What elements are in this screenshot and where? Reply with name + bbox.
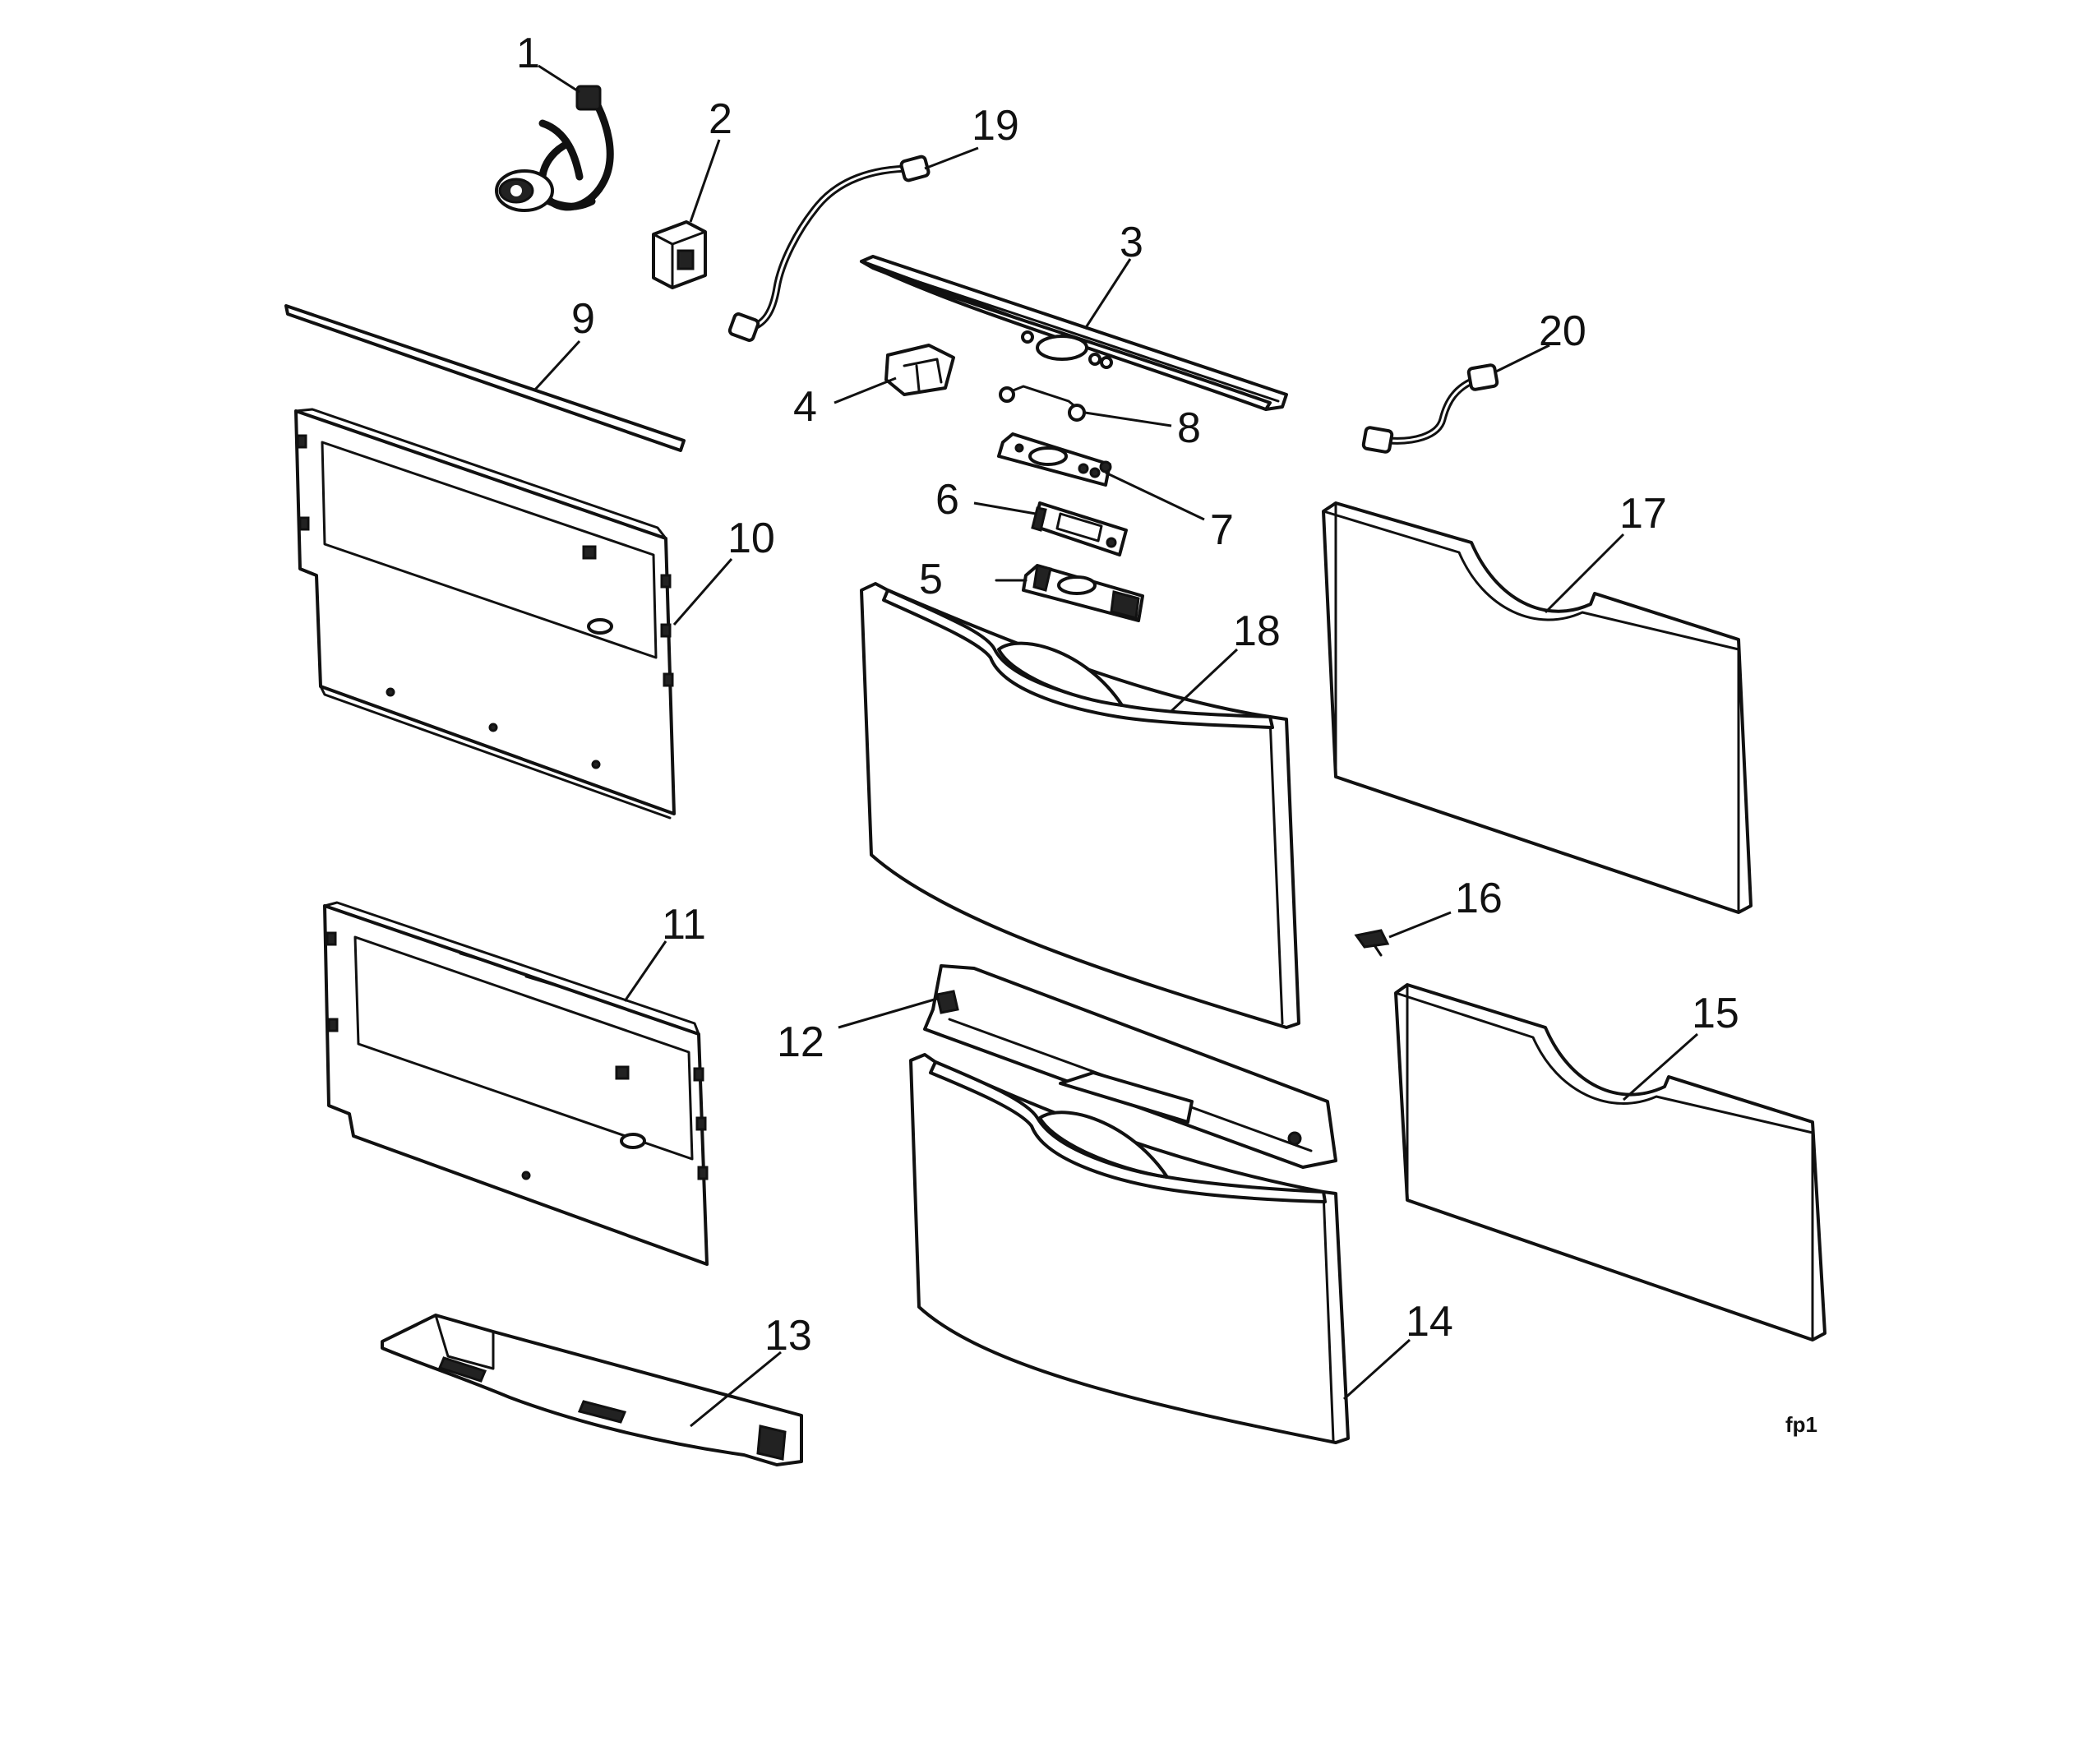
- leader-19: [924, 146, 979, 170]
- callout-15: 15: [1692, 990, 1739, 1037]
- part-9-trim-strip: [284, 304, 686, 452]
- part-1-wire-harness: [495, 85, 614, 212]
- callout-5: 5: [919, 556, 943, 603]
- part-8-bracket: [999, 385, 1086, 422]
- callout-2: 2: [709, 95, 732, 143]
- part-19-wire-harness: [727, 155, 931, 342]
- callout-3: 3: [1120, 219, 1143, 266]
- part-6-display-board: [1031, 501, 1128, 556]
- part-10-upper-inner-panel: [294, 408, 676, 820]
- part-13-toe-kick: [381, 1314, 803, 1466]
- leader-9: [533, 339, 581, 392]
- callout-7: 7: [1210, 506, 1234, 554]
- callout-14: 14: [1406, 1298, 1453, 1346]
- callout-8: 8: [1177, 404, 1201, 452]
- part-15-lower-insulation: [1394, 983, 1826, 1341]
- part-17-upper-insulation: [1322, 501, 1753, 914]
- leader-2: [689, 139, 721, 223]
- callout-1: 1: [516, 30, 540, 77]
- leader-20: [1495, 344, 1550, 373]
- leader-7: [1105, 471, 1205, 521]
- leader-8: [1084, 411, 1172, 427]
- leader-1: [538, 64, 580, 94]
- leader-4: [834, 376, 897, 404]
- leader-11: [623, 940, 667, 1002]
- part-14-lower-door-front: [909, 1053, 1350, 1444]
- figure-tag: fp1: [1785, 1412, 1817, 1437]
- callout-13: 13: [764, 1312, 812, 1360]
- part-3-control-console: [860, 255, 1288, 411]
- part-16-screw: [1354, 929, 1390, 957]
- callout-19: 19: [972, 102, 1019, 150]
- leader-10: [672, 558, 733, 626]
- callout-labels: 1 2 19 3 9 20 4 8 7 6 10 5 17 18 16 11 1…: [516, 30, 1739, 1360]
- leader-lines: [533, 64, 1698, 1428]
- callout-4: 4: [793, 383, 817, 431]
- leader-16: [1388, 911, 1452, 939]
- part-2-switch-block: [652, 220, 707, 289]
- callout-10: 10: [727, 515, 775, 562]
- part-18-upper-door-front: [860, 582, 1300, 1029]
- part-12-drawer-frame: [923, 964, 1337, 1169]
- part-20-wire-harness: [1361, 363, 1499, 454]
- leader-18: [1170, 648, 1239, 713]
- callout-9: 9: [571, 295, 595, 343]
- leader-17: [1544, 533, 1625, 614]
- leader-14: [1342, 1338, 1411, 1401]
- leader-6: [973, 501, 1037, 515]
- part-4-button-cap: [884, 344, 955, 396]
- callout-6: 6: [935, 476, 959, 524]
- leader-15: [1623, 1032, 1698, 1101]
- callout-20: 20: [1539, 307, 1586, 355]
- part-11-lower-inner-panel: [323, 901, 709, 1266]
- callout-12: 12: [777, 1018, 824, 1066]
- callout-11: 11: [662, 901, 706, 949]
- leader-12: [838, 997, 938, 1029]
- callout-17: 17: [1619, 490, 1667, 538]
- leader-3: [1083, 258, 1132, 330]
- callout-16: 16: [1455, 875, 1503, 922]
- part-5-switch-assembly: [995, 564, 1144, 622]
- callout-18: 18: [1233, 607, 1281, 655]
- part-7-control-board: [997, 432, 1112, 487]
- leader-13: [690, 1351, 782, 1428]
